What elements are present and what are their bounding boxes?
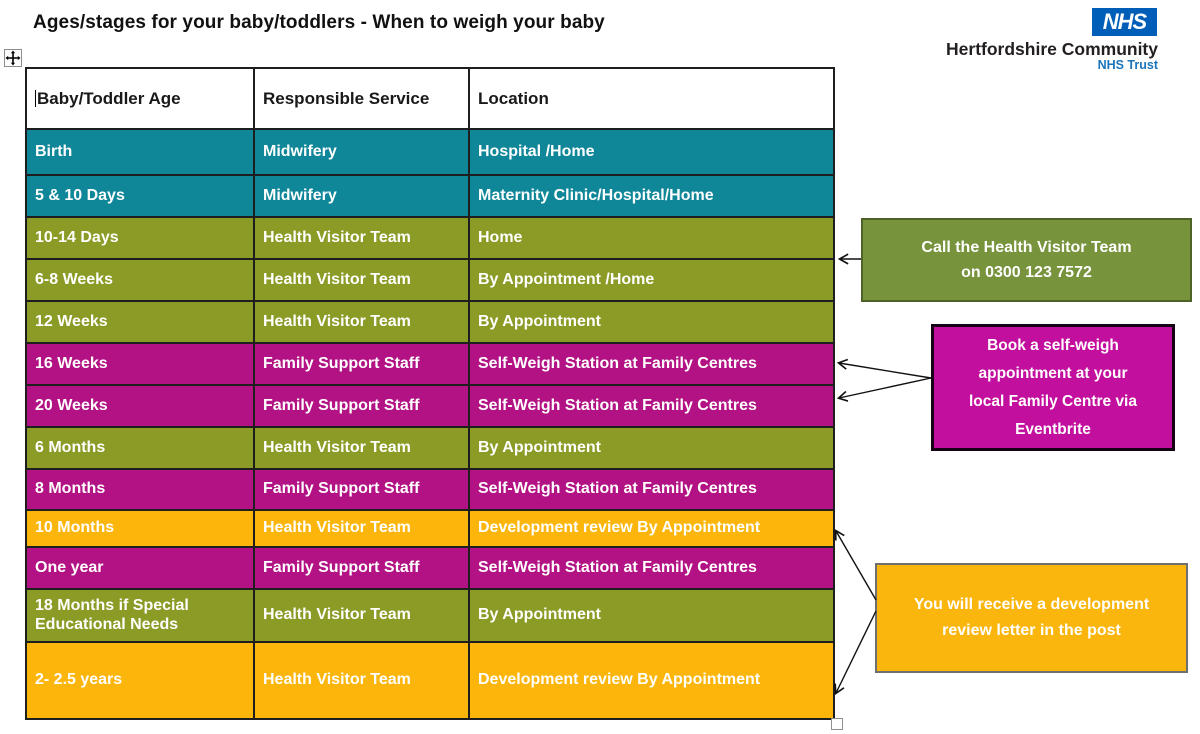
table-cell[interactable]: 5 & 10 Days [25, 174, 255, 218]
callout-self-weigh-line1: Book a self-weigh [987, 336, 1119, 354]
table-cell[interactable]: Birth [25, 128, 255, 176]
table-cell[interactable]: Self-Weigh Station at Family Centres [468, 546, 835, 590]
table-cell[interactable]: Family Support Staff [253, 384, 470, 428]
ages-stages-table: Baby/Toddler Age Responsible Service Loc… [25, 67, 835, 720]
table-cell[interactable]: 20 Weeks [25, 384, 255, 428]
table-cell[interactable]: 2- 2.5 years [25, 641, 255, 720]
table-cell[interactable]: Development review By Appointment [468, 641, 835, 720]
callout-development-review-line1: You will receive a development [913, 596, 1150, 613]
table-cell[interactable]: Hospital /Home [468, 128, 835, 176]
nhs-trust-label: NHS Trust [1097, 58, 1158, 72]
arrow-development-review-bottom [834, 610, 877, 695]
table-cell[interactable]: 10 Months [25, 509, 255, 548]
table-cell[interactable]: Health Visitor Team [253, 641, 470, 720]
callout-health-visitor-line1: Call the Health Visitor Team [921, 239, 1132, 256]
table-cell[interactable]: 16 Weeks [25, 342, 255, 386]
table-cell[interactable]: Midwifery [253, 174, 470, 218]
table-cell[interactable]: By Appointment [468, 426, 835, 470]
arrow-development-review-top [834, 529, 877, 601]
nhs-organisation-name: Hertfordshire Community [946, 39, 1158, 59]
table-cell[interactable]: By Appointment [468, 300, 835, 344]
table-cell[interactable]: 8 Months [25, 468, 255, 511]
table-cell[interactable]: Health Visitor Team [253, 300, 470, 344]
table-cell[interactable]: Health Visitor Team [253, 588, 470, 643]
table-cell[interactable]: Family Support Staff [253, 546, 470, 590]
callout-self-weigh-line4: Eventbrite [1015, 420, 1091, 438]
header-location[interactable]: Location [468, 67, 835, 130]
callout-development-review[interactable]: You will receive a development review le… [875, 563, 1188, 673]
table-header-row: Baby/Toddler Age Responsible Service Loc… [25, 67, 835, 130]
table-move-handle-icon[interactable] [4, 49, 22, 67]
text-cursor [35, 89, 36, 107]
table-cell[interactable]: Health Visitor Team [253, 509, 470, 548]
table-cell[interactable]: 18 Months if Special Educational Needs [25, 588, 255, 643]
table-cell[interactable]: Home [468, 216, 835, 260]
table-cell[interactable]: By Appointment [468, 588, 835, 643]
callout-self-weigh-line3: local Family Centre via [969, 392, 1137, 410]
table-cell[interactable]: 6 Months [25, 426, 255, 470]
table-cell[interactable]: Family Support Staff [253, 342, 470, 386]
table-cell[interactable]: Self-Weigh Station at Family Centres [468, 468, 835, 511]
header-responsible-service[interactable]: Responsible Service [253, 67, 470, 130]
table-cell[interactable]: Midwifery [253, 128, 470, 176]
callout-development-review-line2: review letter in the post [942, 622, 1121, 639]
callout-self-weigh[interactable]: Book a self-weigh appointment at your lo… [931, 324, 1175, 451]
document-title[interactable]: Ages/stages for your baby/toddlers - Whe… [33, 12, 605, 33]
four-way-arrow-icon [5, 50, 21, 66]
table-cell[interactable]: 12 Weeks [25, 300, 255, 344]
table-cell[interactable]: Family Support Staff [253, 468, 470, 511]
callout-self-weigh-line2: appointment at your [978, 364, 1128, 382]
table-cell[interactable]: 10-14 Days [25, 216, 255, 260]
nhs-logo-mark: NHS [1092, 8, 1157, 36]
table-cell[interactable]: Health Visitor Team [253, 426, 470, 470]
table-cell[interactable]: Health Visitor Team [253, 216, 470, 260]
callout-health-visitor[interactable]: Call the Health Visitor Team on 0300 123… [861, 218, 1192, 302]
table-resize-handle[interactable] [831, 718, 843, 730]
table-cell[interactable]: Health Visitor Team [253, 258, 470, 302]
table-cell[interactable]: Development review By Appointment [468, 509, 835, 548]
callout-health-visitor-line2: on 0300 123 7572 [961, 264, 1092, 281]
table-cell[interactable]: Self-Weigh Station at Family Centres [468, 342, 835, 386]
table-cell[interactable]: One year [25, 546, 255, 590]
table-cell[interactable]: By Appointment /Home [468, 258, 835, 302]
table-cell[interactable]: Self-Weigh Station at Family Centres [468, 384, 835, 428]
arrow-self-weigh-bottom [836, 377, 932, 402]
arrow-self-weigh-top [836, 358, 932, 379]
table-cell[interactable]: Maternity Clinic/Hospital/Home [468, 174, 835, 218]
table-cell[interactable]: 6-8 Weeks [25, 258, 255, 302]
header-baby-toddler-age[interactable]: Baby/Toddler Age [25, 67, 255, 130]
